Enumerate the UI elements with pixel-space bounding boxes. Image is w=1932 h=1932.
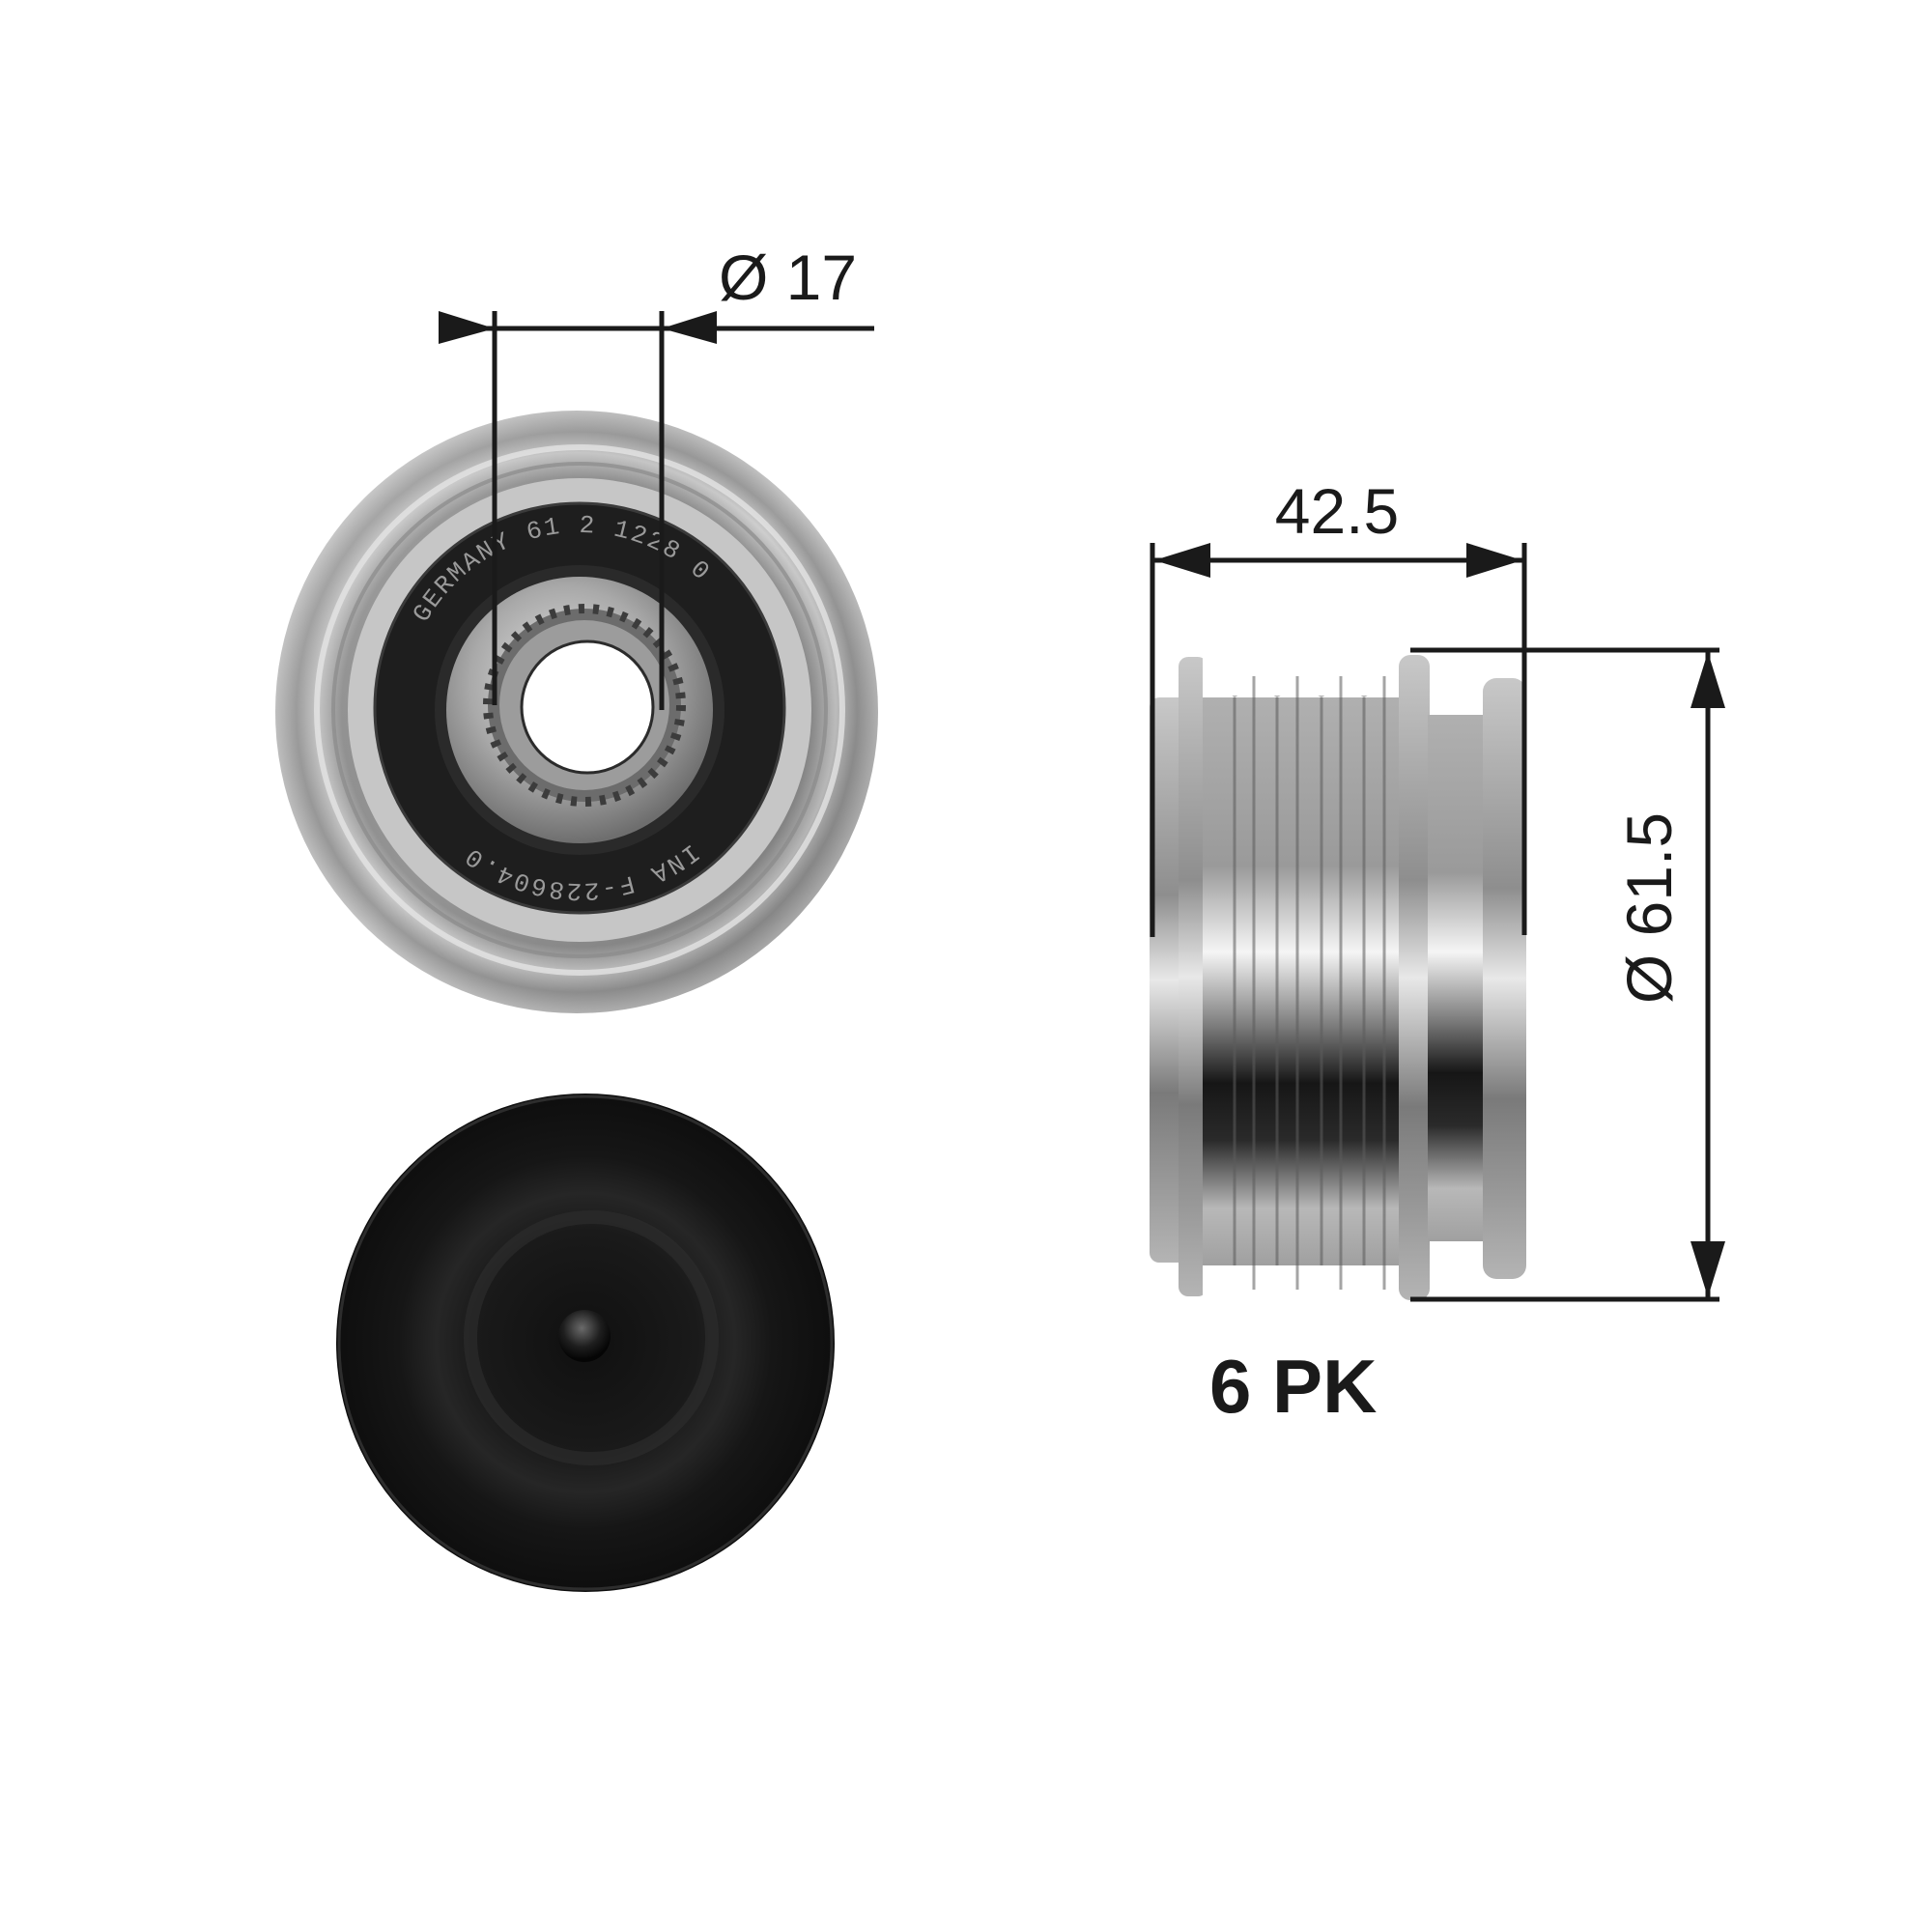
pulley-rim-groove-ring xyxy=(331,462,828,958)
bore-dimension: Ø 17 xyxy=(439,242,874,710)
side-view-pulley xyxy=(1150,655,1526,1300)
cap-edge xyxy=(337,1094,834,1591)
protective-cap xyxy=(336,1094,835,1592)
end-disc xyxy=(1483,678,1526,1279)
diameter-dimension: Ø 61.5 xyxy=(1410,647,1725,1302)
center-bore xyxy=(520,639,655,775)
arrowhead-down xyxy=(1690,1241,1725,1297)
left-flange xyxy=(1179,657,1208,1296)
arrowhead-left xyxy=(1154,543,1210,578)
width-dimension: 42.5 xyxy=(1150,475,1527,937)
rib-profile-label: 6 PK xyxy=(1209,1344,1377,1429)
rib-lines xyxy=(1233,676,1386,1290)
cap-center-nub xyxy=(558,1310,611,1362)
rib-body xyxy=(1203,696,1410,1265)
arrowhead-up xyxy=(1690,652,1725,708)
poly-v-ribs xyxy=(1203,657,1410,1299)
bore-diameter-label: Ø 17 xyxy=(719,242,857,313)
right-flange xyxy=(1399,655,1430,1300)
pulley-rim-highlight-ring xyxy=(314,444,845,976)
arrowhead-right xyxy=(1466,543,1522,578)
arrowhead-left-pointing xyxy=(662,311,717,344)
width-label: 42.5 xyxy=(1275,475,1399,547)
cap-concentric-ring xyxy=(464,1210,719,1465)
front-view-pulley: INA F-228604.0 GERMANY 61 2 1228 0 xyxy=(275,411,878,1013)
arrowhead-right-pointing xyxy=(439,311,495,344)
diameter-label: Ø 61.5 xyxy=(1613,812,1685,1004)
seal-edge xyxy=(373,501,786,915)
